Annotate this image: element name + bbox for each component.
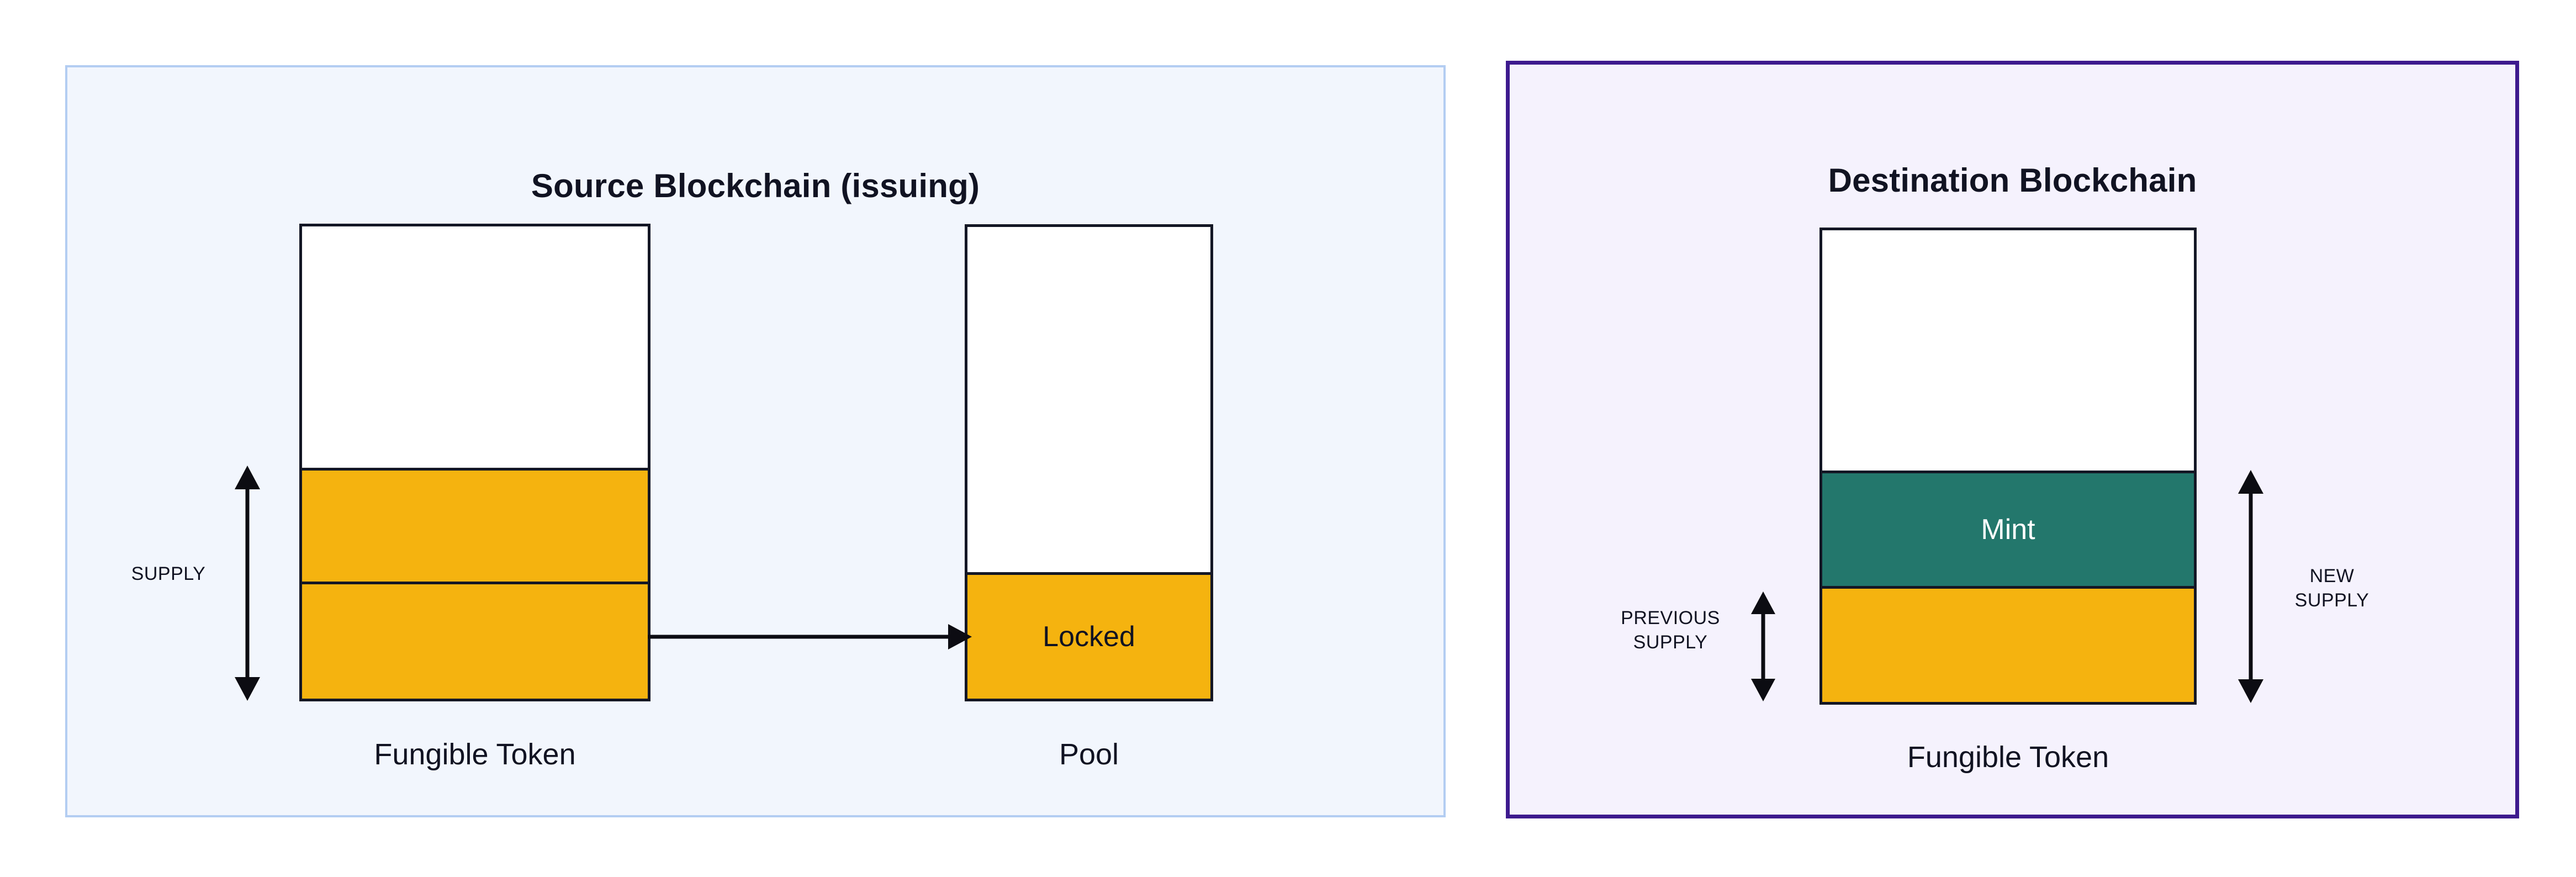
supply-measure-arrow-icon	[232, 464, 263, 702]
source-token-supply-upper-segment	[302, 468, 648, 582]
pool-empty-segment	[967, 227, 1210, 572]
destination-token-previous-supply-segment	[1822, 586, 2194, 702]
previous-supply-measure-label: PREVIOUS SUPPLY	[1621, 607, 1720, 653]
destination-token-mint-label: Mint	[1981, 514, 2035, 546]
source-token-supply-lower-segment	[302, 582, 648, 699]
destination-token-empty-segment	[1822, 230, 2194, 471]
destination-panel-title: Destination Blockchain	[1828, 162, 2197, 199]
source-fungible-token-caption: Fungible Token	[374, 738, 576, 771]
source-token-empty-segment	[302, 226, 648, 468]
pool-locked-label: Locked	[1043, 621, 1135, 653]
supply-measure-label: SUPPLY	[131, 563, 206, 584]
lock-transfer-arrow-icon	[648, 621, 974, 652]
new-supply-measure-label: NEW SUPPLY	[2294, 566, 2369, 611]
new-supply-measure-arrow-icon	[2235, 468, 2266, 705]
source-blockchain-panel: Source Blockchain (issuing)	[65, 65, 1446, 817]
pool-locked-segment: Locked	[967, 572, 1210, 699]
pool-stack: Locked	[965, 224, 1213, 701]
source-fungible-token-stack	[299, 224, 650, 701]
source-panel-title: Source Blockchain (issuing)	[531, 167, 980, 204]
destination-token-mint-segment: Mint	[1822, 471, 2194, 586]
previous-supply-measure-arrow-icon	[1748, 590, 1779, 703]
destination-fungible-token-caption: Fungible Token	[1907, 741, 2109, 774]
pool-caption: Pool	[1059, 738, 1119, 771]
destination-fungible-token-stack: Mint	[1819, 228, 2197, 705]
